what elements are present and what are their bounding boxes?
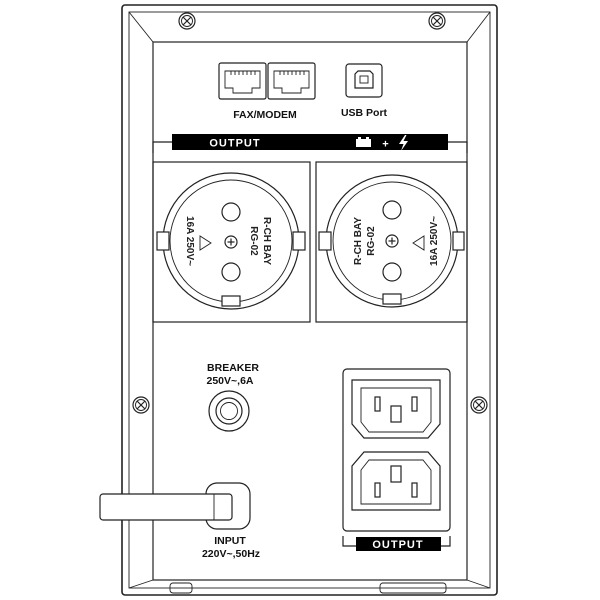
rj11-port-icon [267,62,316,100]
socket-right-maker: R-CH BAY [353,217,364,265]
socket-left-rating: 16A 250V~ [184,216,195,266]
socket-frame [315,161,468,323]
lightning-icon [399,135,408,151]
battery-icon [356,137,371,147]
socket-right-rating: 16A 250V~ [429,216,440,266]
usb-port: USB Port [341,63,388,119]
output-bottom-label: OUTPUT [372,539,423,551]
foot-right [379,582,447,594]
socket-left-model: RG-02 [248,226,259,256]
foot-left [169,582,193,594]
screw-icon [132,396,150,414]
schuko-socket-icon [156,172,306,310]
breaker: BREAKER 250V~,6A [207,362,259,432]
output-top-label: OUTPUT [209,138,260,150]
output-label-bar-top: OUTPUT + [152,134,468,153]
center-screw-icon [385,234,399,248]
fax-modem-label: FAX/MODEM [233,109,297,121]
warning-triangle-icon [199,235,212,251]
iec-outlet-frame [342,368,451,532]
iec-c13-outlet-icon [351,451,441,511]
case-inner-edge [128,11,491,589]
input-rating: 220V~,50Hz [202,548,260,560]
iec-outlets [342,368,451,532]
bevel-bottom-left [128,579,154,589]
warning-triangle-icon [412,235,425,251]
bevel-top-left [128,11,154,43]
bevel-top-right [466,11,491,43]
input-title: INPUT [214,535,246,547]
screw-icon [428,12,446,30]
socket-frame [152,161,311,323]
usb-b-port-icon [345,63,383,98]
usb-port-label: USB Port [341,107,388,119]
breaker-rating: 250V~,6A [207,375,254,387]
socket-right: R-CH BAY RG-02 16A 250V~ [315,161,468,323]
screw-icon [178,12,196,30]
iec-c13-outlet-icon [351,379,441,439]
power-cable-icon [99,493,233,521]
schuko-socket-icon [318,174,465,308]
socket-left-maker: R-CH BAY [261,217,272,265]
breaker-button-icon [208,390,250,432]
breaker-title: BREAKER [207,362,259,374]
rj11-port-icon [218,62,267,100]
socket-left: 16A 250V~ R-CH BAY RG-02 [152,161,311,323]
power-input: INPUT 220V~,50Hz [99,482,260,560]
fax-modem-ports: FAX/MODEM [218,62,316,121]
bevel-bottom-right [466,579,491,589]
plus-icon: + [382,139,389,151]
screw-icon [470,396,488,414]
socket-right-model: RG-02 [366,226,377,256]
output-label-bar-bottom: OUTPUT [342,536,451,551]
center-screw-icon [224,235,238,249]
